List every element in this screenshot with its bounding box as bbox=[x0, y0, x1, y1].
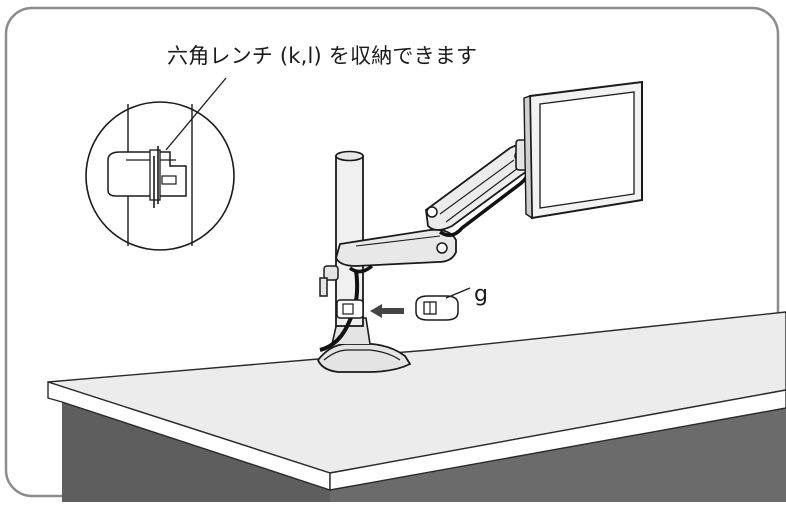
desk-side bbox=[62, 402, 330, 502]
cable-clip-g bbox=[415, 295, 459, 321]
left-arrow-icon bbox=[370, 304, 404, 318]
desk-edge-front bbox=[329, 389, 786, 491]
height-knob bbox=[319, 265, 339, 297]
monitor bbox=[523, 80, 643, 220]
hex-wrench-storage-caption: 六角レンチ (k,l) を収納できます bbox=[167, 44, 478, 68]
detail-callout bbox=[85, 101, 235, 251]
part-label-g: g bbox=[474, 282, 488, 307]
desk-edge-left bbox=[47, 381, 331, 491]
cable-clip-installed bbox=[336, 299, 364, 319]
lower-arm bbox=[335, 228, 457, 274]
label-g-leader bbox=[445, 287, 471, 299]
pole-cable bbox=[319, 269, 360, 352]
caption-leader bbox=[165, 77, 227, 151]
